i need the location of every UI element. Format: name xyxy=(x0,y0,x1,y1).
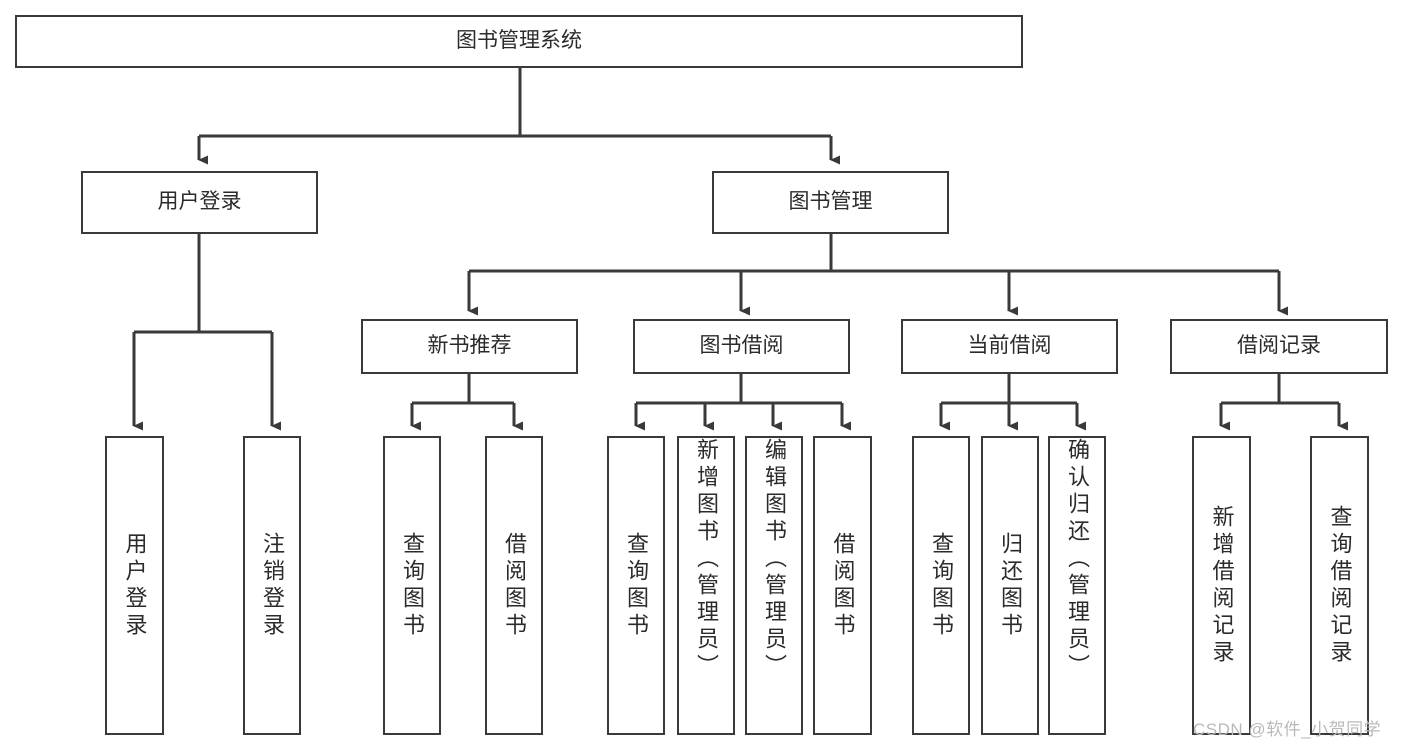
leaf-bw-borrow-book[interactable]: 借阅图书 xyxy=(813,436,872,735)
leaf-rc-query-record-label: 查询借阅记录 xyxy=(1327,504,1353,667)
leaf-user-login-label: 用户登录 xyxy=(122,531,148,640)
leaf-nb-query-book-label: 查询图书 xyxy=(400,531,425,640)
leaf-cb-confirm-return[interactable]: 确认归还（管理员） xyxy=(1048,436,1106,735)
leaf-bw-edit-book-label: 编辑图书（管理员） xyxy=(762,438,787,681)
node-book-management[interactable]: 图书管理 xyxy=(712,171,949,234)
leaf-bw-add-book[interactable]: 新增图书（管理员） xyxy=(677,436,735,735)
node-current-borrow-label: 当前借阅 xyxy=(967,334,1052,358)
leaf-user-login[interactable]: 用户登录 xyxy=(105,436,164,735)
leaf-bw-edit-book[interactable]: 编辑图书（管理员） xyxy=(745,436,803,735)
node-new-book-recommend-label: 新书推荐 xyxy=(427,334,512,358)
leaf-cb-confirm-return-label: 确认归还（管理员） xyxy=(1065,438,1090,681)
leaf-logout[interactable]: 注销登录 xyxy=(243,436,301,735)
leaf-logout-label: 注销登录 xyxy=(260,531,285,640)
leaf-nb-query-book[interactable]: 查询图书 xyxy=(383,436,441,735)
node-book-borrow[interactable]: 图书借阅 xyxy=(633,319,850,374)
leaf-bw-add-book-label: 新增图书（管理员） xyxy=(694,438,719,681)
csdn-watermark: CSDN @软件_小贺同学 xyxy=(1193,720,1382,739)
node-book-management-label: 图书管理 xyxy=(788,190,873,214)
leaf-cb-return-book-label: 归还图书 xyxy=(998,531,1023,640)
node-new-book-recommend[interactable]: 新书推荐 xyxy=(361,319,578,374)
leaf-nb-borrow-book-label: 借阅图书 xyxy=(502,531,527,640)
leaf-cb-return-book[interactable]: 归还图书 xyxy=(981,436,1039,735)
leaf-rc-add-record-label: 新增借阅记录 xyxy=(1209,504,1235,667)
node-book-borrow-label: 图书借阅 xyxy=(699,334,784,358)
node-user-login-label: 用户登录 xyxy=(157,190,242,214)
node-borrow-records-label: 借阅记录 xyxy=(1237,334,1321,358)
leaf-rc-add-record[interactable]: 新增借阅记录 xyxy=(1192,436,1251,735)
leaf-rc-query-record[interactable]: 查询借阅记录 xyxy=(1310,436,1369,735)
node-user-login[interactable]: 用户登录 xyxy=(81,171,318,234)
node-root-system[interactable]: 图书管理系统 xyxy=(15,15,1023,68)
leaf-cb-query-book[interactable]: 查询图书 xyxy=(912,436,970,735)
leaf-bw-query-book-label: 查询图书 xyxy=(624,531,649,640)
leaf-bw-borrow-book-label: 借阅图书 xyxy=(830,531,856,640)
leaf-cb-query-book-label: 查询图书 xyxy=(929,531,954,640)
node-root-system-label: 图书管理系统 xyxy=(456,29,582,53)
leaf-nb-borrow-book[interactable]: 借阅图书 xyxy=(485,436,543,735)
leaf-bw-query-book[interactable]: 查询图书 xyxy=(607,436,665,735)
node-current-borrow[interactable]: 当前借阅 xyxy=(901,319,1118,374)
node-borrow-records[interactable]: 借阅记录 xyxy=(1170,319,1388,374)
